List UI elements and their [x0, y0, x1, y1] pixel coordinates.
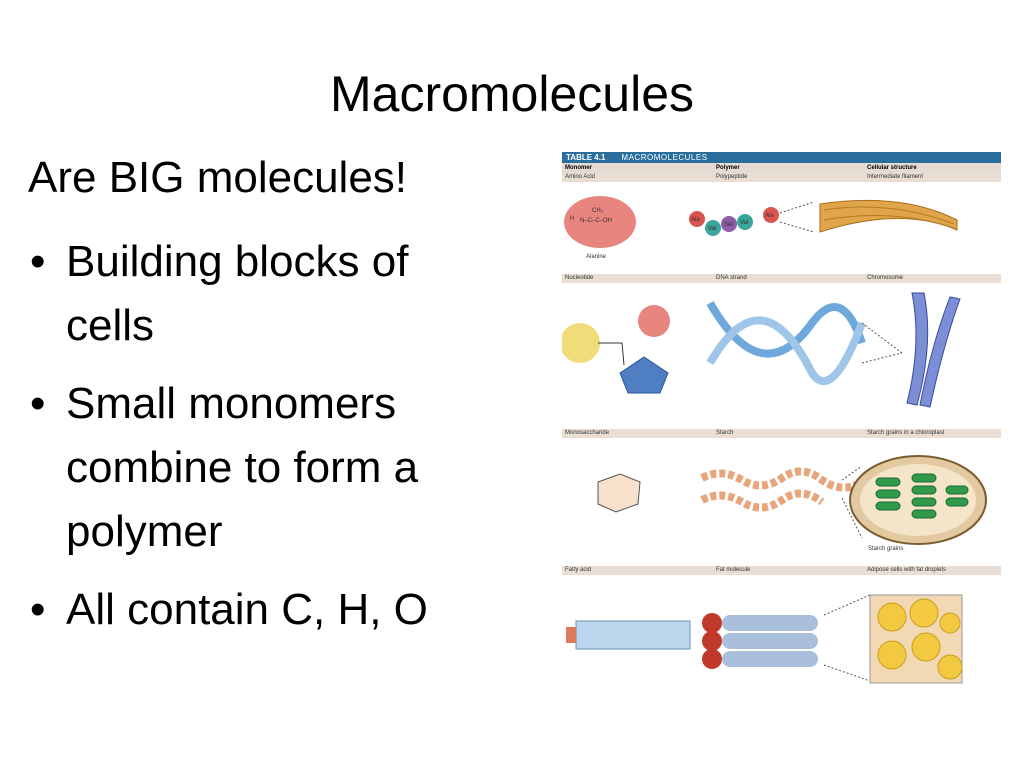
polymer-cell: Polypeptide — [716, 174, 748, 180]
fat-molecule-icon — [702, 613, 818, 669]
svg-text:CH₃: CH₃ — [592, 208, 604, 214]
svg-text:Val: Val — [708, 226, 716, 232]
table-row-monosaccharide: Monosaccharide Starch Starch grains in a… — [562, 429, 1001, 438]
monomer-cell: Monosaccharide — [565, 430, 610, 436]
column-header-polymer: Polymer — [716, 165, 740, 171]
column-header-monomer: Monomer — [565, 165, 592, 171]
sugar-ring-icon — [619, 356, 669, 394]
nucleotide-illustration — [562, 283, 1001, 429]
intro-text: Are BIG molecules! — [28, 153, 408, 202]
svg-text:Val: Val — [740, 220, 748, 226]
svg-text:N–C–C–OH: N–C–C–OH — [580, 218, 612, 224]
structure-cell: Adipose cells with fat droplets — [867, 567, 947, 573]
table-title: MACROMOLECULES — [621, 153, 708, 162]
monosaccharide-illustration: Starch grains — [562, 438, 1001, 566]
table-header: TABLE 4.1 MACROMOLECULES — [562, 152, 1001, 163]
table-row-nucleotide: Nucleotide DNA strand Chromosome — [562, 274, 1001, 283]
bullet-icon: • — [30, 585, 46, 634]
monomer-cell: Amino Acid — [565, 174, 596, 180]
intermediate-filament-icon — [819, 199, 958, 233]
fatty-acid-chain-icon — [575, 620, 691, 650]
slide-title: Macromolecules — [329, 66, 694, 122]
svg-text:Ala: Ala — [691, 217, 700, 223]
fatty-acid-illustration — [562, 575, 1001, 695]
bullet-item: • Small monomers combine to form a polyme… — [28, 372, 508, 564]
bullet-icon: • — [30, 237, 46, 286]
polypeptide-beads-icon: Ala Val Ser Val Ala — [689, 207, 779, 236]
monomer-cell: Fatty acid — [565, 567, 592, 573]
bullet-item: • Building blocks of cells — [28, 230, 508, 358]
starch-chain-icon — [700, 467, 865, 512]
phosphate-group-icon — [562, 323, 600, 363]
table-row-amino-acid: Amino Acid Polypeptide Intermediate fila… — [562, 173, 1001, 182]
column-header-structure: Cellular structure — [867, 165, 917, 171]
bullet-text: All contain C, H, O — [66, 585, 428, 634]
alanine-caption: Alanine — [586, 254, 607, 260]
polymer-cell: Fat molecule — [716, 567, 751, 573]
polymer-cell: Starch — [716, 430, 734, 436]
starch-grains-caption: Starch grains — [868, 546, 903, 552]
structure-cell: Starch grains in a chloroplast — [867, 430, 945, 436]
base-ring-icon — [638, 305, 670, 337]
structure-cell: Chromosome — [867, 275, 904, 281]
bullet-list: • Building blocks of cells • Small monomer… — [28, 230, 508, 656]
dna-strand-icon — [706, 300, 866, 386]
chromosome-icon — [906, 292, 961, 408]
structure-cell: Intermediate filament — [867, 174, 924, 180]
svg-text:H: H — [570, 216, 574, 222]
amino-acid-illustration: H N–C–C–OH CH₃ Alanine Ala Val Ser Val Al… — [562, 182, 1001, 274]
alanine-molecule-icon — [564, 196, 636, 248]
glucose-ring-icon — [597, 473, 641, 513]
bullet-icon: • — [30, 379, 46, 428]
macromolecules-table-figure: TABLE 4.1 MACROMOLECULES Monomer Polymer … — [562, 152, 1001, 708]
polymer-cell: DNA strand — [716, 275, 747, 281]
column-headers: Monomer Polymer Cellular structure — [562, 163, 1001, 173]
svg-text:Ser: Ser — [724, 222, 733, 228]
bullet-text: Building blocks of cells — [66, 237, 409, 350]
table-label: TABLE 4.1 — [566, 153, 606, 162]
bullet-item: • All contain C, H, O — [28, 578, 508, 642]
table-row-fatty-acid: Fatty acid Fat molecule Adipose cells wi… — [562, 566, 1001, 575]
monomer-cell: Nucleotide — [565, 275, 594, 281]
svg-text:Ala: Ala — [765, 213, 774, 219]
bullet-text: Small monomers combine to form a polymer — [66, 379, 419, 556]
